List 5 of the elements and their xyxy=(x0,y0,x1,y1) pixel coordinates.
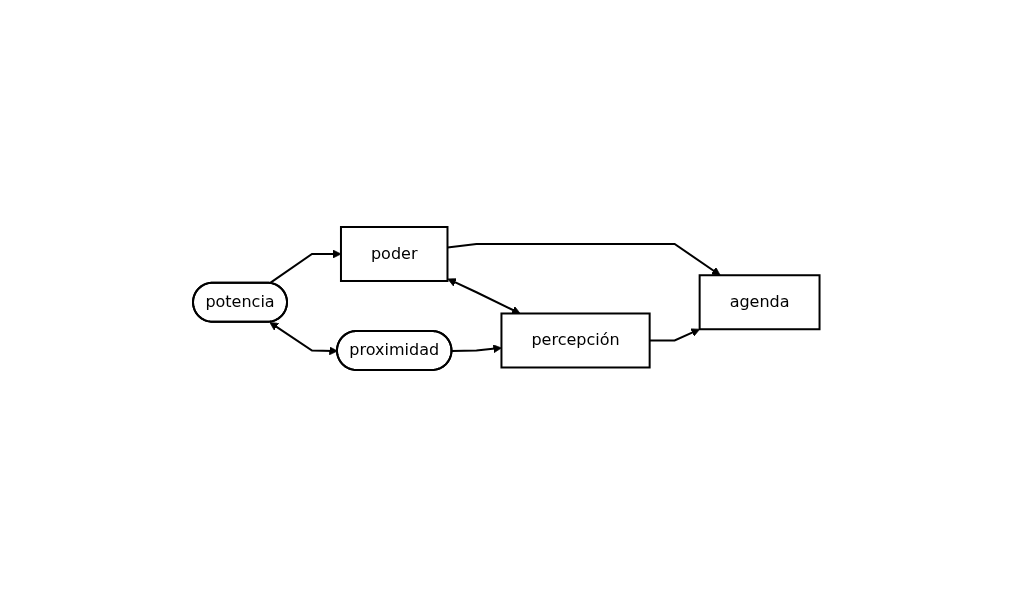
arrow xyxy=(447,277,521,314)
node-box: poder xyxy=(340,225,449,282)
node-box: percepción xyxy=(500,312,651,368)
arrow xyxy=(268,249,342,284)
node-box: agenda xyxy=(698,273,821,330)
